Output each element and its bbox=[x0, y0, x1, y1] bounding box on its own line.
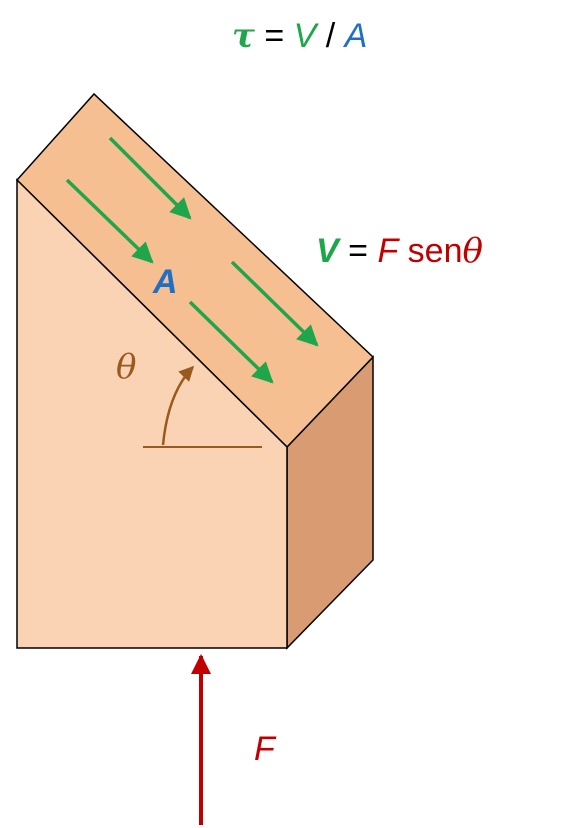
tau-equals: = bbox=[255, 17, 294, 55]
V-theta: θ bbox=[462, 231, 482, 271]
block-front-face bbox=[16, 178, 288, 649]
tau-slash: / bbox=[316, 17, 344, 55]
formula-V: V = F senθ bbox=[316, 231, 483, 271]
shear-arrow-3 bbox=[230, 260, 319, 347]
V-sen: sen bbox=[398, 232, 462, 270]
tau-symbol: τ bbox=[232, 16, 255, 56]
formula-tau: τ = V / A bbox=[232, 16, 367, 56]
angle-arc bbox=[161, 365, 195, 446]
shear-arrow-4 bbox=[188, 300, 274, 384]
V-symbol: V bbox=[316, 232, 342, 270]
tau-V: V bbox=[294, 17, 320, 55]
angle-label: θ bbox=[116, 347, 136, 387]
V-F: F bbox=[377, 232, 400, 270]
shear-arrow-1 bbox=[108, 136, 192, 220]
V-equals: = bbox=[339, 232, 378, 270]
area-label: A bbox=[152, 263, 178, 301]
shear-arrow-2 bbox=[65, 178, 154, 264]
tau-A: A bbox=[343, 17, 368, 55]
force-label: F bbox=[254, 730, 277, 768]
